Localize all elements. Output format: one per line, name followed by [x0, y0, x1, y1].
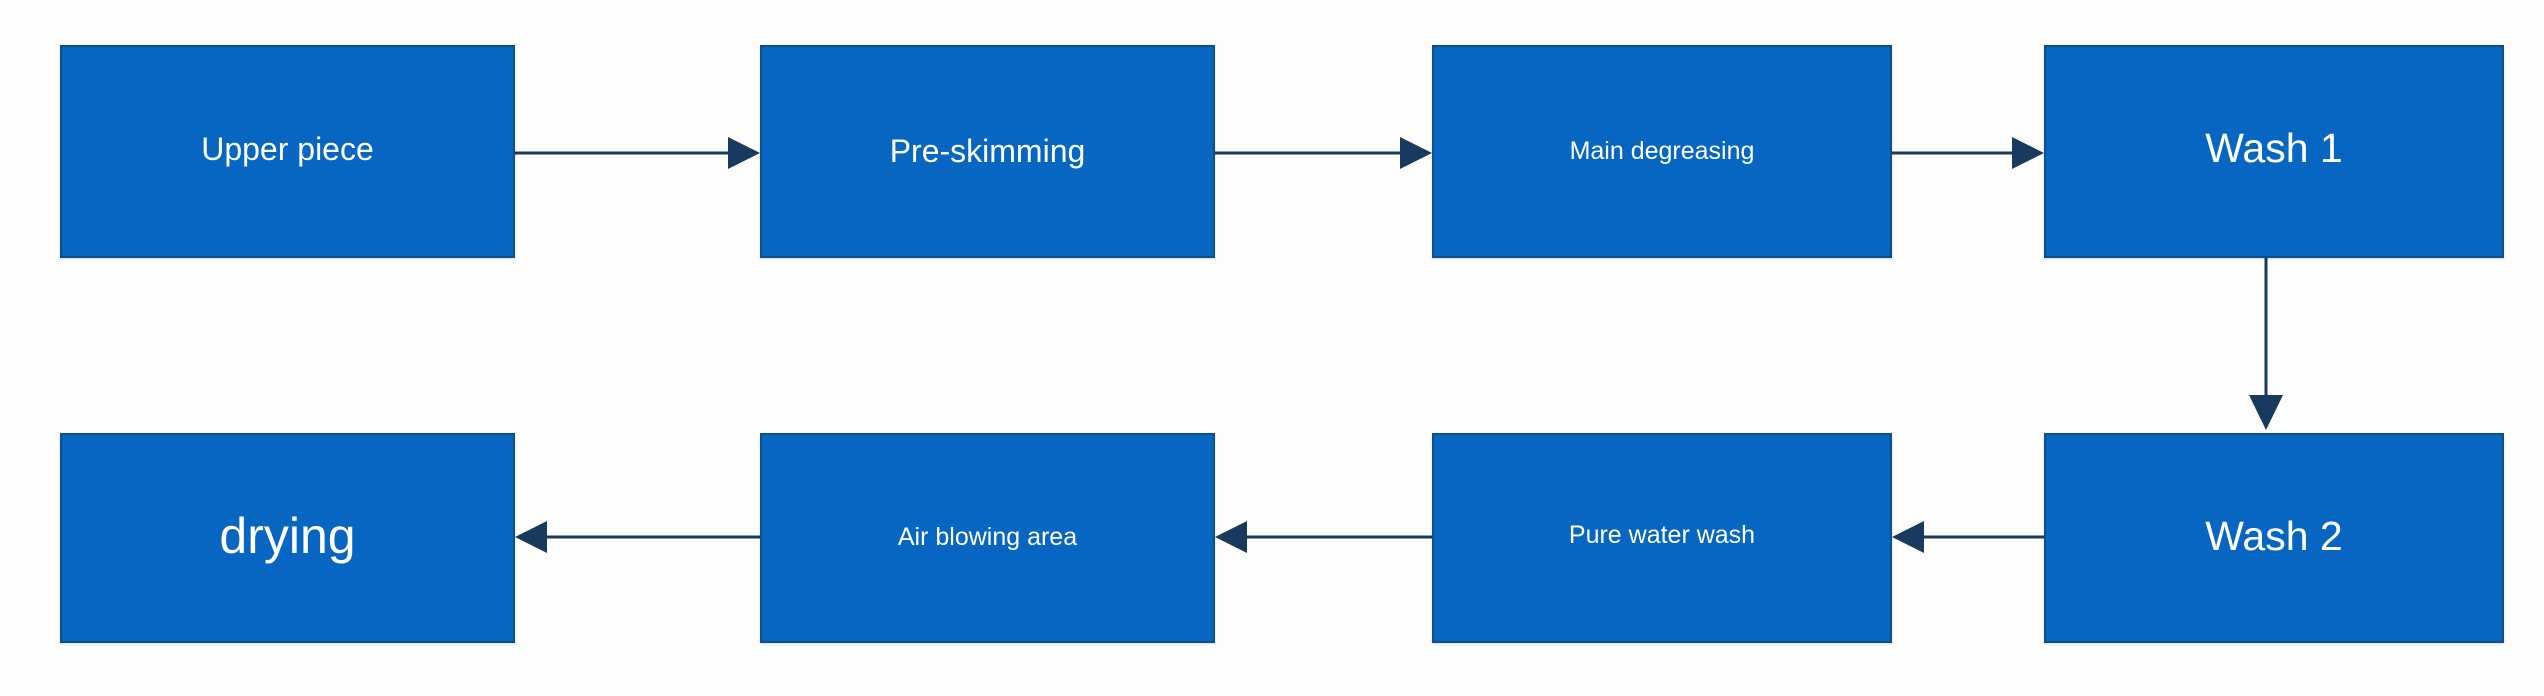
arrow-upper-piece-to-pre-skimming [515, 137, 760, 169]
node-label: Pure water wash [1568, 520, 1756, 549]
arrow-pure-water-wash-to-air-blowing-area [1215, 521, 1432, 553]
node-wash-1: Wash 1 [2044, 45, 2504, 258]
node-label: Air blowing area [897, 522, 1078, 551]
node-label: Upper piece [201, 131, 374, 167]
arrow-wash-2-to-pure-water-wash [1892, 521, 2044, 553]
node-drying: drying [60, 433, 515, 643]
arrow-main-degreasing-to-wash-1 [1892, 137, 2044, 169]
arrow-pre-skimming-to-main-degreasing [1215, 137, 1432, 169]
arrow-air-blowing-area-to-drying [515, 521, 760, 553]
node-label: drying [219, 508, 356, 564]
node-upper-piece: Upper piece [60, 45, 515, 258]
node-pre-skimming: Pre-skimming [760, 45, 1215, 258]
node-pure-water-wash: Pure water wash [1432, 433, 1892, 643]
node-label: Main degreasing [1569, 137, 1755, 165]
node-label: Wash 1 [2205, 125, 2343, 171]
arrow-wash-1-to-wash-2 [2249, 258, 2283, 430]
node-label: Pre-skimming [889, 133, 1086, 169]
node-main-degreasing: Main degreasing [1432, 45, 1892, 258]
node-label: Wash 2 [2205, 512, 2343, 559]
node-air-blowing-area: Air blowing area [760, 433, 1215, 643]
node-wash-2: Wash 2 [2044, 433, 2504, 643]
